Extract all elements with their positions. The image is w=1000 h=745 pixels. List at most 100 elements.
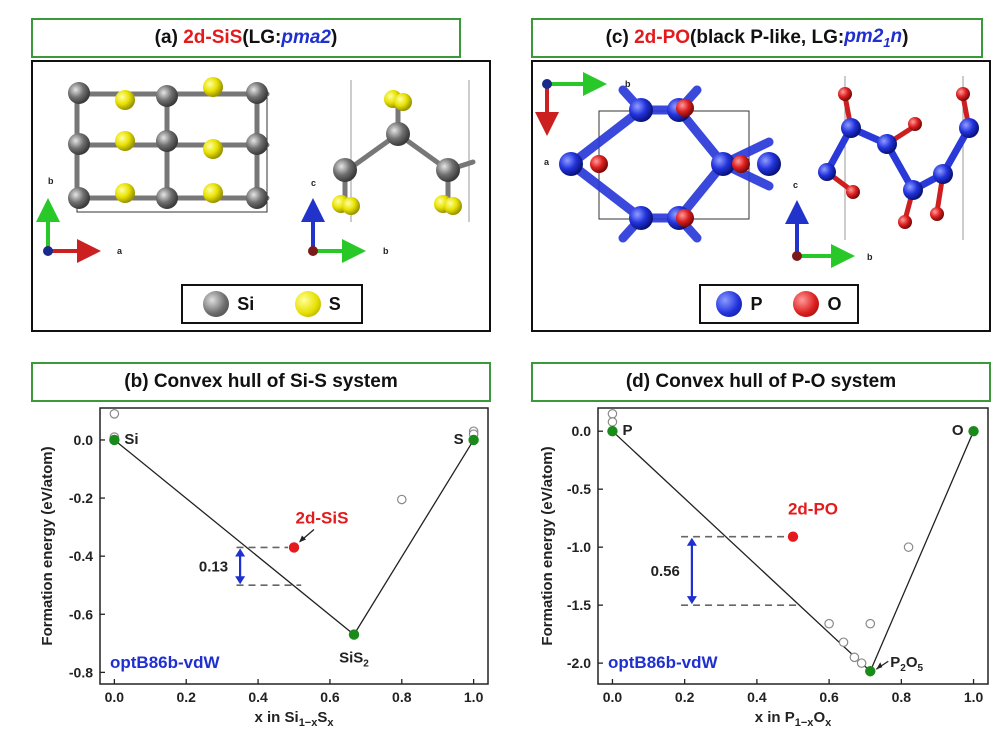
y-tick-label: -0.2: [69, 490, 93, 506]
y-axis-label: Formation energy (eV/atom): [39, 446, 56, 645]
panel-b-title: (b) Convex hull of Si-S system: [31, 362, 491, 402]
convex-hull-line: [113, 439, 475, 636]
hull-point-label: P: [622, 422, 632, 439]
y-tick-label: -2.0: [567, 655, 591, 671]
highlight-point: [288, 542, 300, 553]
x-tick-label: 1.0: [464, 689, 484, 705]
x-tick-label: 1.0: [964, 689, 984, 705]
x-tick-label: 0.2: [675, 689, 695, 705]
x-tick-label: 0.6: [320, 689, 340, 705]
x-tick-label: 0.0: [603, 689, 623, 705]
method-label: optB86b-vdW: [110, 653, 221, 672]
hull-point: [865, 666, 876, 677]
hull-point-label: SiS2: [339, 650, 369, 670]
panel-c-title: (c) 2d-PO (black P-like, LG: pm21n): [531, 18, 983, 58]
s-atom-icon: [294, 291, 321, 317]
panel-a-material: 2d-SiS: [183, 27, 243, 48]
sis-convex-hull-chart: 0.0 0.2 0.4 0.6 0.8 1.0 0.0 -0.2 -0.4 -0.6 -0.8 For…: [39, 407, 489, 729]
ehull-arrowhead-top: [235, 548, 246, 557]
po-side-axes-indicator: c b: [785, 180, 873, 268]
highlight-arrowhead: [299, 535, 306, 543]
unstable-point: [607, 408, 618, 419]
po-structure-panel: b a c b P O: [531, 60, 991, 332]
po-side-view: [818, 76, 979, 240]
x-tick-label: 0.0: [105, 689, 125, 705]
hull-point: [109, 434, 120, 446]
x-tick-label: 0.6: [819, 689, 839, 705]
svg-text:b: b: [625, 79, 631, 89]
sis-side-view: [332, 80, 476, 222]
hull-point-label: S: [454, 431, 464, 448]
po-top-axes-indicator: b a: [535, 72, 631, 167]
panel-c-layer-group: pm21n: [844, 26, 903, 50]
o-atom-icon: [793, 291, 820, 317]
y-tick-label: -1.0: [567, 539, 591, 555]
svg-text:a: a: [117, 246, 123, 256]
p-atom-icon: [716, 291, 743, 317]
y-tick-label: -0.4: [69, 548, 93, 564]
unstable-point: [849, 652, 860, 663]
po-legend: P O: [699, 284, 859, 324]
hull-point: [968, 425, 979, 437]
ehull-value: 0.56: [651, 563, 680, 580]
sis-top-view: b a c b: [36, 77, 476, 263]
hull-point-label: P2O5: [890, 654, 923, 674]
y-tick-label: -0.5: [567, 481, 591, 497]
unstable-point: [838, 637, 849, 648]
sis-legend: Si S: [181, 284, 363, 324]
x-axis-label: x in P1−xOx: [755, 709, 832, 729]
unstable-point: [824, 618, 834, 629]
method-label: optB86b-vdW: [608, 653, 719, 672]
panel-d-title: (d) Convex hull of P-O system: [531, 362, 991, 402]
hull-point: [348, 629, 360, 640]
po-convex-hull-chart: 0.0 0.2 0.4 0.6 0.8 1.0 0.0 -0.5 -1.0 -1.5 -2.0 For…: [539, 407, 989, 729]
y-tick-label: -0.8: [69, 664, 93, 680]
svg-text:a: a: [544, 157, 550, 167]
panel-a-title: (a) 2d-SiS (LG: pma2): [31, 18, 461, 58]
x-tick-label: 0.2: [176, 689, 196, 705]
x-tick-label: 0.8: [392, 689, 412, 705]
unstable-point: [607, 417, 618, 427]
svg-text:c: c: [311, 178, 316, 188]
y-tick-label: -0.6: [69, 606, 93, 622]
sis-side-axes-indicator: c b: [301, 178, 389, 263]
ehull-value: 0.13: [199, 558, 228, 575]
panel-a-layer-group: pma2: [281, 27, 331, 48]
svg-text:b: b: [383, 246, 389, 256]
svg-text:b: b: [867, 252, 873, 262]
sis-top-axes-indicator: b a: [36, 176, 123, 263]
plot-frame: [597, 407, 989, 685]
hull-point: [607, 425, 618, 437]
y-tick-label: 0.0: [74, 432, 94, 448]
hull-label-arrowhead: [876, 662, 883, 670]
plot-frame: [99, 407, 489, 685]
svg-text:c: c: [793, 180, 798, 190]
hull-point: [468, 434, 479, 446]
hull-point-label: Si: [124, 431, 138, 448]
highlight-point: [787, 531, 799, 542]
unstable-point: [396, 494, 407, 505]
svg-text:b: b: [48, 176, 54, 186]
unstable-point: [856, 658, 867, 668]
sis-structure-panel: b a c b Si S: [31, 60, 491, 332]
po-top-view: b a c b: [535, 72, 979, 268]
highlight-label: 2d-SiS: [296, 508, 349, 527]
x-tick-label: 0.4: [248, 689, 268, 705]
x-axis-label: x in Si1−xSx: [255, 709, 335, 729]
y-tick-label: -1.5: [567, 597, 591, 613]
si-atom-icon: [203, 291, 230, 317]
unstable-point: [903, 542, 914, 552]
unstable-point: [109, 409, 120, 419]
convex-hull-line: [612, 430, 975, 673]
unstable-point: [865, 618, 876, 629]
x-tick-label: 0.8: [892, 689, 912, 705]
ehull-arrowhead-bottom: [235, 576, 246, 585]
y-tick-label: 0.0: [572, 423, 592, 439]
panel-c-material: 2d-PO: [634, 27, 691, 48]
x-tick-label: 0.4: [747, 689, 767, 705]
ehull-arrowhead-bottom: [686, 596, 697, 605]
highlight-label: 2d-PO: [788, 500, 838, 519]
ehull-arrowhead-top: [686, 537, 697, 546]
y-axis-label: Formation energy (eV/atom): [539, 446, 556, 645]
hull-point-label: O: [952, 422, 964, 439]
